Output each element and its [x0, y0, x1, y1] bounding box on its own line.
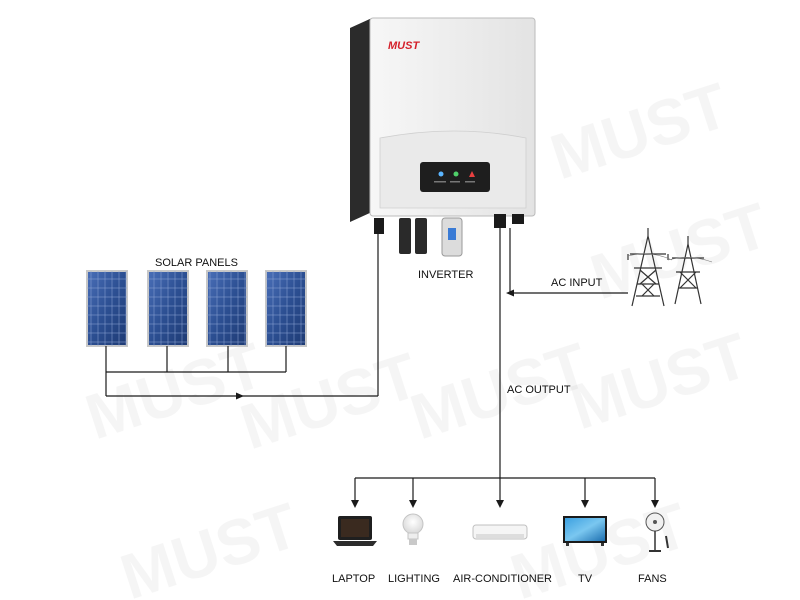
watermark: MUST [542, 69, 737, 194]
bulb-icon [402, 513, 424, 545]
pv-plug-icon [415, 218, 427, 254]
watermark: MUST [562, 319, 757, 444]
ac-input-wiring [506, 228, 628, 297]
arrow-icon [496, 500, 504, 508]
arrow-icon [409, 500, 417, 508]
load-label: LAPTOP [332, 573, 375, 585]
ac-output-label: AC OUTPUT [507, 384, 571, 396]
inverter-label: INVERTER [418, 269, 473, 281]
laptop-icon [333, 516, 377, 546]
watermark: MUST [112, 489, 307, 600]
solar-panel-icon [147, 270, 189, 347]
load-label: FANS [638, 573, 667, 585]
arrow-icon [351, 500, 359, 508]
solar-panel-icon [86, 270, 128, 347]
solar-panel-icon [206, 270, 248, 347]
solar-panel-icon [265, 270, 307, 347]
inverter-side [350, 18, 372, 222]
status-led-icon [438, 171, 444, 177]
ac-input-label: AC INPUT [551, 277, 603, 289]
arrow-icon [581, 500, 589, 508]
arrow-icon [236, 392, 244, 400]
inverter-display [420, 162, 490, 192]
fan-icon [645, 512, 669, 552]
ac-output-connector-icon [512, 214, 524, 224]
tv-icon [563, 516, 607, 546]
dc-connector-icon [374, 218, 384, 234]
air-conditioner-icon [472, 524, 528, 540]
wifi-led-icon [453, 171, 459, 177]
watermark: MUST [582, 189, 777, 314]
inverter: MUST [350, 17, 536, 257]
arrow-icon [506, 289, 514, 297]
dc-wiring [105, 234, 379, 400]
fault-led-icon [469, 171, 475, 177]
load-label: AIR-CONDITIONER [453, 573, 552, 585]
brand-logo: MUST [388, 40, 420, 52]
load-label: LIGHTING [388, 573, 440, 585]
power-tower-icon [627, 228, 669, 307]
watermark: MUST [232, 339, 427, 464]
pv-plug-icon [399, 218, 411, 254]
ac-input-connector-icon [494, 214, 506, 228]
solar-panel-array [86, 270, 307, 347]
load-label: TV [578, 573, 593, 585]
arrow-icon [651, 500, 659, 508]
ac-output-wiring [351, 228, 659, 508]
solar-panels-label: SOLAR PANELS [155, 257, 238, 269]
